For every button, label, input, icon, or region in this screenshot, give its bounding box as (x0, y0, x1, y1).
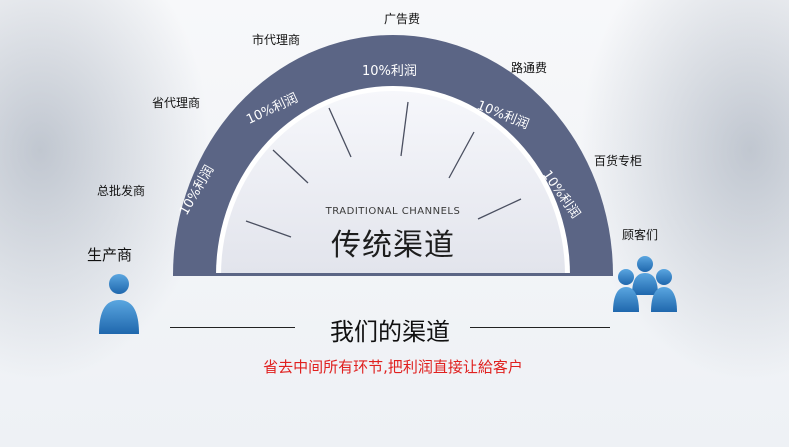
radial-tick (328, 107, 352, 158)
center-english-title: TRADITIONAL CHANNELS (325, 206, 461, 217)
arc-base-strip (173, 273, 613, 276)
profit-label: 10%利润 (362, 64, 417, 79)
tagline-line-right (470, 327, 610, 328)
tagline: 我们的渠道 (330, 318, 450, 346)
tagline-row: 我们的渠道 (170, 310, 610, 346)
label-department-store: 百货专柜 (594, 154, 643, 168)
radial-tick (245, 220, 292, 238)
arc-inner-area (221, 91, 565, 275)
radial-tick (448, 131, 475, 179)
label-wholesaler: 总批发商 (97, 184, 146, 198)
center-chinese-title: 传统渠道 (331, 228, 455, 263)
tagline-line-left (170, 327, 295, 328)
label-channel-fee: 路通费 (511, 61, 548, 75)
label-city-agent: 市代理商 (252, 33, 301, 47)
radial-tick (272, 149, 309, 184)
subtagline: 省去中间所有环节,把利润直接让給客户 (263, 358, 523, 376)
radial-ticks (245, 101, 522, 238)
radial-tick (477, 198, 522, 220)
label-customers: 顾客们 (622, 228, 659, 242)
label-provincial-agent: 省代理商 (152, 96, 201, 110)
label-producer: 生产商 (87, 246, 133, 264)
people-group-icon (613, 256, 677, 312)
radial-tick (400, 101, 409, 157)
label-advertising: 广告费 (384, 12, 421, 26)
person-icon (99, 274, 139, 334)
